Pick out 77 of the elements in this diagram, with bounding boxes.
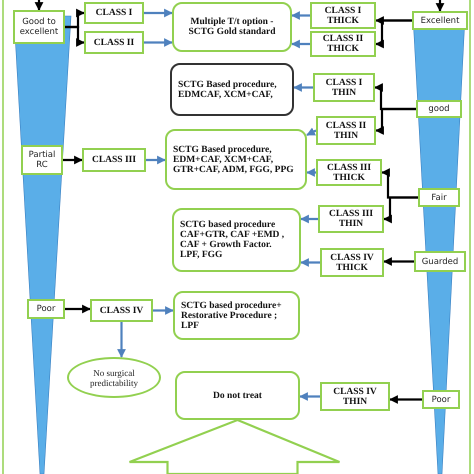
arrow: [63, 156, 83, 164]
arrow: [293, 83, 313, 92]
procedure-box: [173, 291, 300, 340]
node-label: CLASS IV THICK: [329, 252, 375, 272]
node-label: CLASS II THIN: [324, 120, 368, 140]
arrow: [389, 395, 422, 404]
arrow: [375, 19, 412, 48]
node-label: CLASS III: [92, 155, 136, 165]
arrow: [146, 156, 166, 164]
procedure-box: [170, 63, 294, 116]
node-label: CLASS II: [94, 38, 134, 48]
rating-box: [418, 188, 460, 207]
class-box: [84, 31, 144, 54]
arrow: [383, 257, 414, 266]
procedure-box: [165, 129, 307, 190]
class-box: [310, 31, 376, 57]
node-label: Multiple T/t option -SCTG Gold standard: [187, 17, 277, 37]
arrow: [306, 128, 316, 136]
arrow: [306, 168, 316, 177]
arrow: [375, 108, 416, 135]
procedure-box: [175, 371, 300, 420]
node-label: Partial RC: [28, 150, 56, 170]
node-label: CLASS I THICK: [324, 6, 362, 26]
class-box: [320, 248, 384, 277]
arrow: [300, 214, 318, 224]
rating-box: [13, 10, 65, 44]
node-label: Good to excellent: [18, 17, 60, 37]
node-label: good: [428, 104, 450, 114]
rating-box: [414, 251, 466, 272]
arrow: [436, 0, 444, 12]
class-box: [310, 2, 376, 29]
node-label: CLASS III THIN: [328, 209, 374, 229]
arrow: [291, 40, 310, 48]
node-label: Poor: [36, 304, 56, 314]
arrow: [144, 38, 173, 47]
node-label: SCTG Based procedure, EDM+CAF, XCM+CAF, GTR+CAF, ADM, FGG, PPG: [173, 144, 295, 174]
rating-box: [422, 390, 460, 409]
class-box: [318, 205, 384, 233]
procedure-box: [172, 208, 301, 272]
class-box: [82, 148, 146, 172]
node-label: Excellent: [420, 16, 460, 26]
class-box: [320, 382, 390, 411]
arrow: [383, 196, 418, 224]
node-label: CLASS I THIN: [324, 78, 364, 98]
rating-box: [416, 100, 462, 118]
node-label: Poor: [432, 394, 450, 404]
node-label: CLASS IV: [100, 306, 144, 316]
node-label: CLASS II THICK: [322, 34, 364, 54]
rating-box: [412, 11, 468, 30]
node-label: CLASS IV THIN: [332, 386, 378, 406]
class-box: [313, 73, 375, 102]
block-arrow: [128, 418, 341, 474]
arrow: [153, 306, 174, 315]
node-label: CLASS I: [96, 8, 132, 18]
class-box: [316, 159, 382, 186]
node-label: SCTG based procedure+ Restorative Procedure ; LPF: [181, 300, 283, 330]
arrow: [65, 304, 91, 314]
arrow: [291, 11, 310, 20]
node-label: SCTG Based procedure, EDMCAF, XCM+CAF,: [178, 80, 278, 100]
node-label: CLASS III THICK: [326, 162, 372, 182]
node-label: SCTG based procedure CAF+GTR, CAF +EMD , CAF + Growth Factor. LPF, FGG: [180, 220, 286, 260]
class-box: [316, 116, 376, 145]
node-label: No surgical predictability: [89, 368, 139, 388]
arrow: [34, 0, 44, 11]
arrow: [144, 8, 173, 18]
node-label: Guarded: [422, 256, 458, 266]
arrow: [300, 258, 320, 267]
arrow: [299, 392, 320, 401]
arrow: [65, 26, 85, 47]
class-box: [84, 2, 144, 24]
class-box: [90, 299, 153, 322]
procedure-box: [172, 2, 292, 52]
rating-box: [27, 299, 65, 319]
rating-box: [21, 145, 63, 175]
node-label: Fair: [431, 192, 447, 202]
node-label: Do not treat: [213, 390, 262, 400]
arrow: [117, 322, 126, 358]
